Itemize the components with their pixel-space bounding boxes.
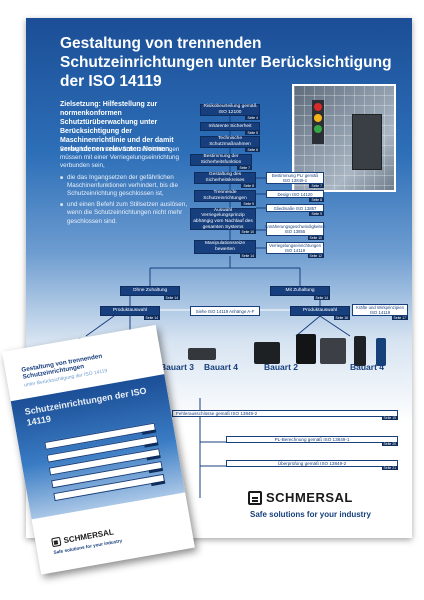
rfid-sensor-icon — [254, 342, 280, 364]
logo-text: SCHMERSAL — [266, 490, 353, 505]
slogan: Safe solutions for your industry — [250, 510, 371, 519]
annex-box: Siehe ISO 14119 Anhänge A-F — [190, 306, 260, 316]
coded-sensor-icon — [376, 338, 386, 366]
machine-photo — [292, 84, 396, 192]
cabinet-icon — [352, 114, 382, 170]
bauart-label-4-left: Bauart 4 — [204, 362, 239, 372]
door-handle-icon — [320, 338, 346, 364]
signal-tower-icon — [312, 100, 324, 144]
schmersal-logo-icon — [51, 536, 62, 548]
intro-heading: Zielsetzung: Hilfestellung zur normenkon… — [60, 101, 174, 153]
flow-step-7: Auswahl Verriegelungsprinzip abhängig vo… — [190, 208, 256, 234]
poster-title: Gestaltung von trennenden Schutzeinricht… — [60, 35, 392, 90]
intro-bullet-2: und einen Befehl zum Stillsetzen auslöse… — [60, 201, 188, 226]
bauart-label-3: Bauart 3 — [160, 362, 195, 372]
bauart-label-2: Bauart 2 — [264, 362, 299, 372]
solenoid-interlock-icon — [296, 334, 316, 364]
schmersal-logo: SCHMERSAL — [248, 490, 353, 505]
intro-text: Beweglich, trennende Schutzeinrichtungen… — [60, 146, 188, 226]
hinge-switch-icon — [188, 348, 216, 360]
intro-bullet-1: die das Ingangsetzen der gefährlichen Ma… — [60, 174, 188, 199]
schmersal-logo-icon — [248, 490, 262, 505]
safety-sensor-icon — [354, 336, 366, 366]
bauart-label-4-right: Bauart 4 — [350, 362, 385, 372]
intro-paragraph: Beweglich, trennende Schutzeinrichtungen… — [60, 146, 180, 170]
